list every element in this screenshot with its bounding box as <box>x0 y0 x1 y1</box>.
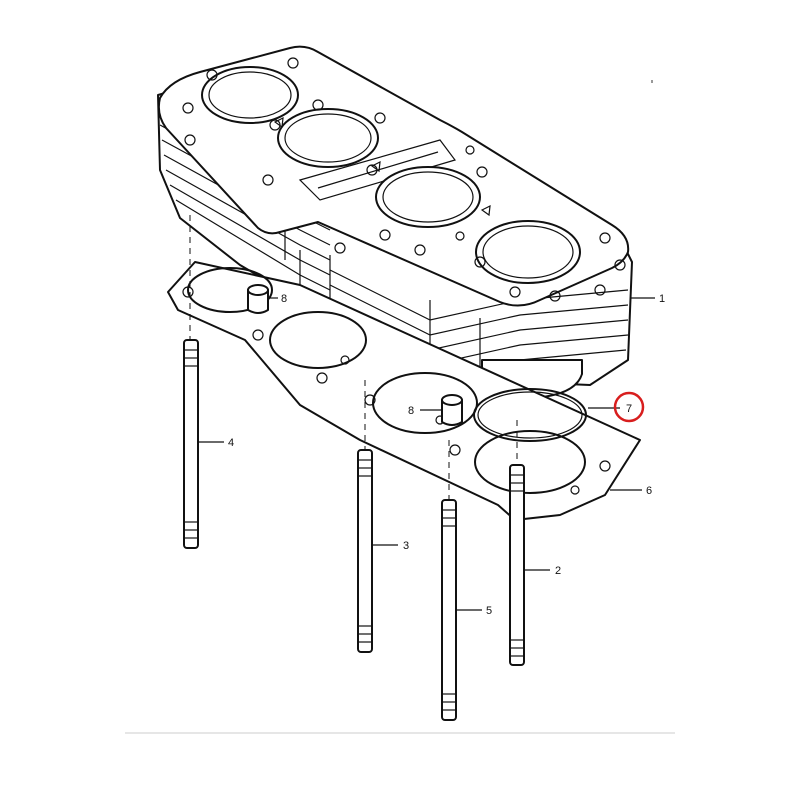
callout-7: 7 <box>626 403 632 415</box>
callout-3: 3 <box>403 540 409 552</box>
stud-bolt-3 <box>357 449 373 653</box>
highlight-circle-7 <box>613 391 645 423</box>
stud-bolt-5 <box>441 499 457 721</box>
callout-2: 2 <box>555 565 561 577</box>
callout-4: 4 <box>228 437 234 449</box>
stud-bolt-4 <box>183 339 199 549</box>
callout-5: 5 <box>486 605 492 617</box>
dowel-pin-lower <box>441 394 463 426</box>
cylinder-bores <box>201 66 581 284</box>
assembly-guide-lines <box>189 215 518 500</box>
o-ring <box>473 388 587 442</box>
stud-bolt-2 <box>509 464 525 666</box>
dowel-pin-upper <box>247 284 269 314</box>
callout-1: 1 <box>659 293 665 305</box>
callout-8-lower: 8 <box>408 405 414 417</box>
callout-8-upper: 8 <box>281 293 287 305</box>
callout-6: 6 <box>646 485 652 497</box>
